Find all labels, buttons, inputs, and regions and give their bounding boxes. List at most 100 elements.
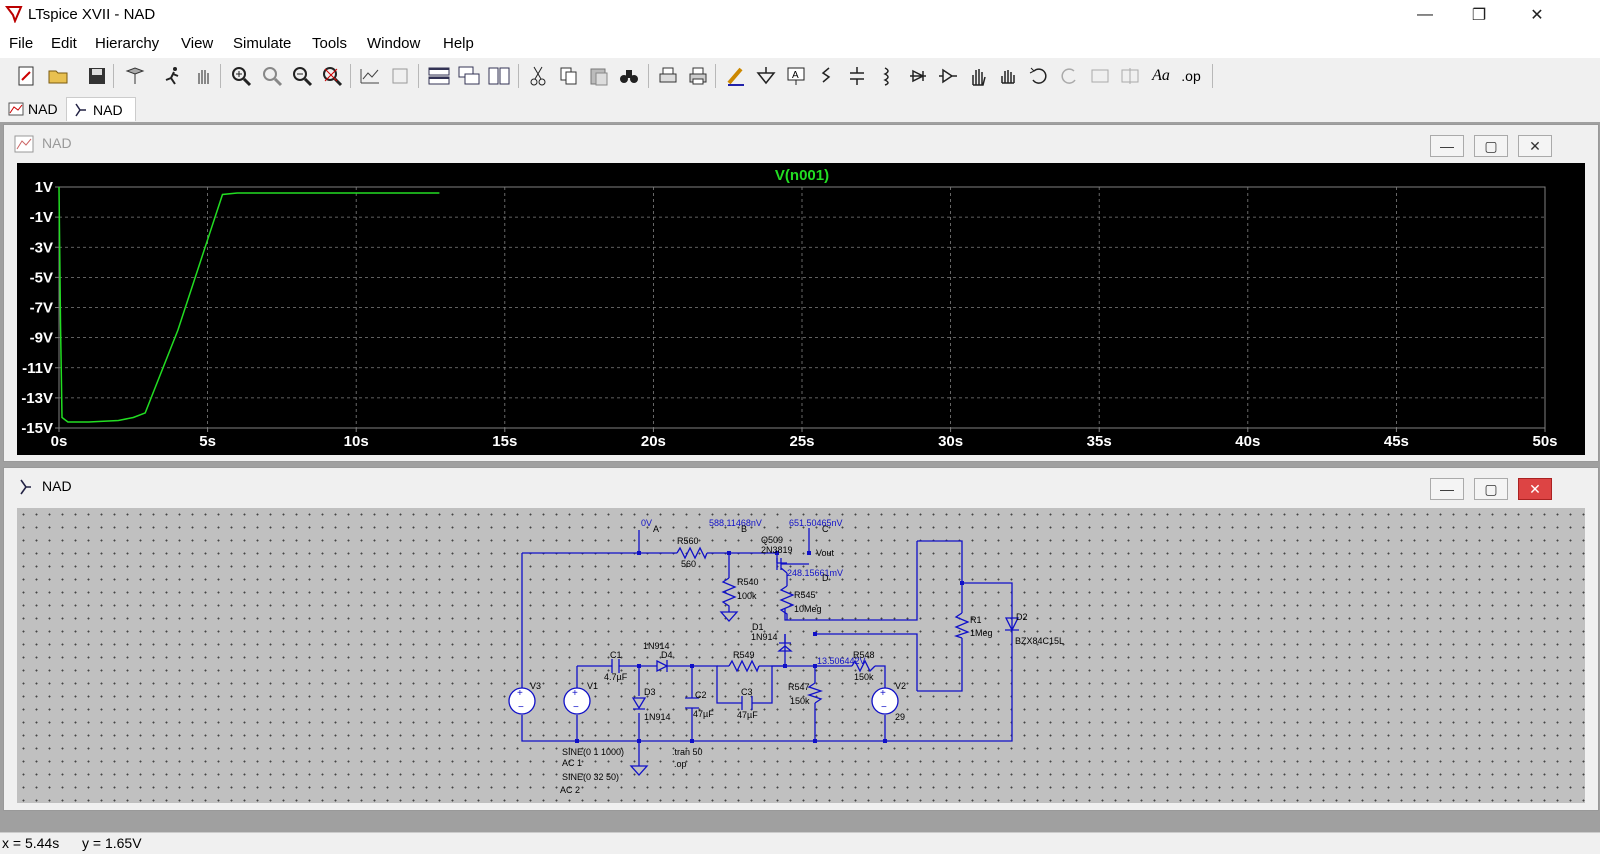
node-e-voltage: 13.506442V	[817, 656, 866, 666]
x-tick-label: 40s	[1235, 433, 1260, 450]
cut-icon[interactable]	[524, 62, 552, 90]
label-net-icon[interactable]: A	[782, 62, 810, 90]
status-bar: x = 5.44s y = 1.65V	[0, 832, 1600, 854]
schematic-svg: +− +− +−	[508, 518, 1064, 795]
undo-icon[interactable]	[1025, 62, 1053, 90]
text-icon[interactable]: Aa	[1152, 67, 1170, 84]
minimize-button[interactable]: —	[1417, 6, 1433, 23]
trace-title: V(n001)	[775, 167, 829, 184]
draw-wire-icon[interactable]	[722, 62, 750, 90]
r548-value: 150k	[854, 672, 874, 682]
spice-directive-icon[interactable]: .op	[1181, 68, 1201, 84]
schematic-close-button[interactable]: ✕	[1518, 478, 1552, 500]
r549-symbol[interactable]	[728, 659, 760, 673]
r547-symbol[interactable]	[806, 682, 824, 704]
rotate-icon[interactable]	[1086, 62, 1114, 90]
capacitor-icon[interactable]	[843, 62, 871, 90]
tran-directive[interactable]: .tran 50	[672, 747, 703, 757]
open-icon[interactable]	[44, 62, 72, 90]
v3-source[interactable]	[508, 687, 536, 715]
control-panel-icon[interactable]	[121, 62, 149, 90]
x-tick-label: 20s	[641, 433, 666, 450]
x-tick-label: 0s	[51, 433, 68, 450]
cascade-icon[interactable]	[455, 62, 483, 90]
r545-symbol[interactable]	[779, 585, 795, 620]
find-icon[interactable]	[615, 62, 643, 90]
drag-icon[interactable]	[994, 62, 1022, 90]
save-icon[interactable]	[83, 62, 111, 90]
d1-symbol[interactable]	[777, 634, 793, 652]
c2-symbol[interactable]	[685, 697, 699, 709]
op-directive[interactable]: .op	[674, 759, 687, 769]
toolbar: A Aa .op	[0, 58, 1600, 97]
mirror-icon[interactable]	[1116, 62, 1144, 90]
v1-source[interactable]	[563, 687, 591, 715]
paste-icon[interactable]	[585, 62, 613, 90]
menu-help[interactable]: Help	[443, 35, 474, 52]
new-schematic-icon[interactable]	[12, 62, 40, 90]
schematic-canvas[interactable]: +− +− +−	[17, 508, 1585, 803]
v2-source[interactable]	[871, 687, 899, 715]
tab-label: NAD	[93, 101, 123, 118]
zoom-pan-icon[interactable]	[258, 62, 286, 90]
tile-vertical-icon[interactable]	[485, 62, 513, 90]
redo-icon[interactable]	[1055, 62, 1083, 90]
diode-icon[interactable]	[904, 62, 932, 90]
menu-file[interactable]: File	[9, 35, 34, 52]
print-setup-icon[interactable]	[654, 62, 682, 90]
schematic-maximize-button[interactable]: ▢	[1474, 478, 1508, 500]
waveform-icon[interactable]	[386, 62, 414, 90]
copy-icon[interactable]	[555, 62, 583, 90]
c2-label: C2	[695, 690, 707, 700]
zoom-fit-icon[interactable]	[318, 62, 346, 90]
tile-horizontal-icon[interactable]	[425, 62, 453, 90]
v3-ac: AC 2	[560, 785, 580, 795]
waveform-close-button[interactable]: ✕	[1518, 135, 1552, 157]
halt-icon[interactable]	[189, 62, 217, 90]
d4-symbol[interactable]	[656, 659, 669, 673]
d2-model: BZX84C15L	[1015, 636, 1064, 646]
menu-window[interactable]: Window	[367, 35, 421, 52]
waveform-minimize-button[interactable]: —	[1430, 135, 1464, 157]
ground-icon[interactable]	[752, 62, 780, 90]
r548-symbol[interactable]	[851, 659, 876, 673]
q509-symbol[interactable]	[776, 558, 809, 574]
autorange-icon[interactable]	[356, 62, 384, 90]
tab-schematic[interactable]: NAD	[66, 97, 136, 121]
d2-symbol[interactable]	[1004, 617, 1020, 632]
waveform-window-title: NAD	[42, 135, 72, 151]
title-bar: LTspice XVII - NAD — ❐ ✕	[0, 0, 1600, 30]
waveform-maximize-button[interactable]: ▢	[1474, 135, 1508, 157]
zoom-in-icon[interactable]	[227, 62, 255, 90]
move-icon[interactable]	[964, 62, 992, 90]
maximize-button[interactable]: ❐	[1471, 7, 1487, 24]
waveform-window-titlebar: NAD — ▢ ✕	[4, 125, 1598, 159]
c1-symbol[interactable]	[611, 659, 620, 673]
svg-text:−: −	[881, 702, 887, 713]
d3-symbol[interactable]	[631, 697, 647, 710]
node-c-label: C	[822, 524, 829, 534]
inductor-icon[interactable]	[873, 62, 901, 90]
r1-symbol[interactable]	[953, 612, 970, 639]
menu-edit[interactable]: Edit	[51, 35, 77, 52]
y-tick-label: -7V	[30, 300, 53, 317]
d3-label: D3	[644, 687, 656, 697]
tab-waveform[interactable]: NAD	[8, 97, 64, 120]
close-button[interactable]: ✕	[1530, 7, 1544, 24]
menu-view[interactable]: View	[181, 35, 214, 52]
menu-tools[interactable]: Tools	[312, 35, 348, 52]
resistor-icon[interactable]	[812, 62, 840, 90]
r540-symbol[interactable]	[721, 577, 737, 612]
menu-simulate[interactable]: Simulate	[233, 35, 292, 52]
menu-hierarchy[interactable]: Hierarchy	[95, 35, 160, 52]
run-icon[interactable]	[159, 62, 187, 90]
component-icon[interactable]	[934, 62, 962, 90]
r1-value: 1Meg	[970, 628, 993, 638]
zoom-out-icon[interactable]	[288, 62, 316, 90]
r549-label: R549	[733, 650, 755, 660]
r560-symbol[interactable]	[676, 546, 708, 560]
c3-symbol[interactable]	[741, 696, 753, 710]
print-icon[interactable]	[684, 62, 712, 90]
schematic-minimize-button[interactable]: —	[1430, 478, 1464, 500]
